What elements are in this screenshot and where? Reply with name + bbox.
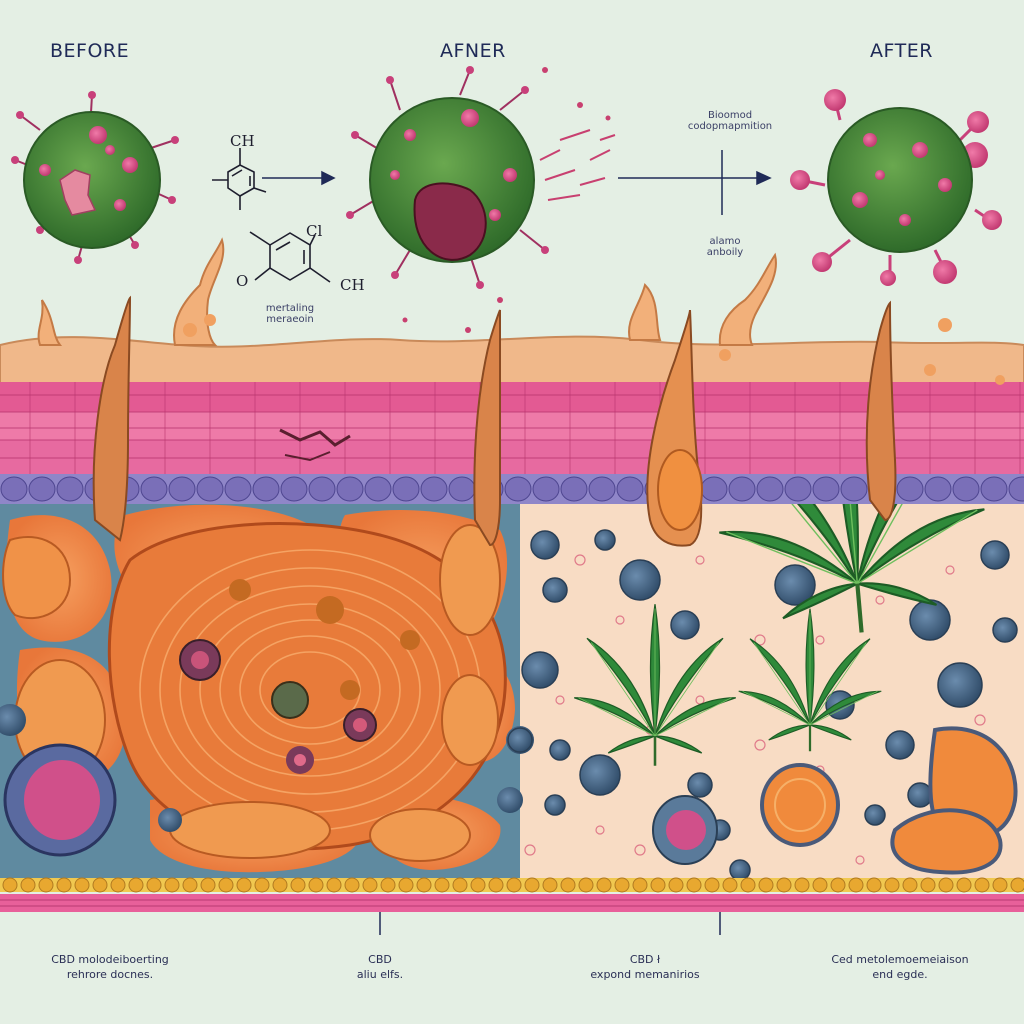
heading-middle: AFNER bbox=[440, 40, 506, 62]
fat-cells-left-small bbox=[2, 524, 501, 862]
hair-follicle-icon bbox=[92, 295, 897, 547]
virus-before-icon bbox=[11, 91, 179, 264]
surface-droplets bbox=[183, 314, 1005, 385]
footer-right-center-line2: expond memanirios bbox=[590, 968, 700, 981]
molecule-caption-line2: meraeoin bbox=[266, 314, 314, 325]
arrow-subcaption: alamo anboily bbox=[690, 236, 760, 258]
molecule-label-ch: CH bbox=[340, 276, 365, 294]
molecule-label-ch-top: CH bbox=[230, 132, 255, 150]
footer-right-center-line1: CBD ł bbox=[629, 953, 661, 966]
healthy-fat-cells-right bbox=[652, 726, 1018, 875]
arrow-subcaption-line1: alamo bbox=[709, 236, 741, 247]
footer-caption-center: CBD aliu elfs. bbox=[340, 952, 420, 982]
footer-right-line1: Ced metolemoemeiaison bbox=[831, 953, 969, 966]
arrow-caption: Bioomod codopmapmition bbox=[650, 110, 810, 132]
healthy-dermis-cells bbox=[507, 529, 1018, 881]
arrow-subcaption-line2: anboily bbox=[706, 247, 744, 258]
molecule-label-cl: Cl bbox=[306, 222, 323, 240]
arrow-caption-line2: codopmapmition bbox=[687, 121, 773, 132]
footer-left-line2: rehrore docnes. bbox=[66, 968, 154, 981]
heading-after: AFTER bbox=[870, 40, 933, 62]
basement-membrane bbox=[0, 877, 1024, 935]
virus-middle-icon bbox=[346, 66, 616, 333]
surface-secretions bbox=[37, 237, 777, 346]
molecule-icon bbox=[212, 148, 331, 283]
inflamed-cell-left bbox=[0, 704, 534, 857]
footer-caption-right-center: CBD ł expond memanirios bbox=[570, 952, 720, 982]
molecule-label-o: O bbox=[236, 272, 249, 290]
footer-left-line1: CBD molodeiboerting bbox=[51, 953, 169, 966]
inflamed-fat-lobule bbox=[107, 522, 507, 851]
arrow-right-icon bbox=[262, 150, 772, 215]
heading-before: BEFORE bbox=[50, 40, 130, 62]
virus-after-icon bbox=[790, 89, 1002, 286]
footer-right-line2: end egde. bbox=[872, 968, 928, 981]
footer-caption-right: Ced metolemoemeiaison end egde. bbox=[800, 952, 1000, 982]
arrow-caption-line1: Bioomod bbox=[707, 110, 753, 121]
footer-caption-left: CBD molodeiboerting rehrore docnes. bbox=[30, 952, 190, 982]
virus-fragments bbox=[539, 129, 616, 201]
molecule-caption: mertaling meraeoin bbox=[250, 303, 330, 325]
footer-center-line2: aliu elfs. bbox=[356, 968, 404, 981]
footer-center-line1: CBD bbox=[368, 953, 392, 966]
molecule-caption-line1: mertaling bbox=[265, 303, 315, 314]
